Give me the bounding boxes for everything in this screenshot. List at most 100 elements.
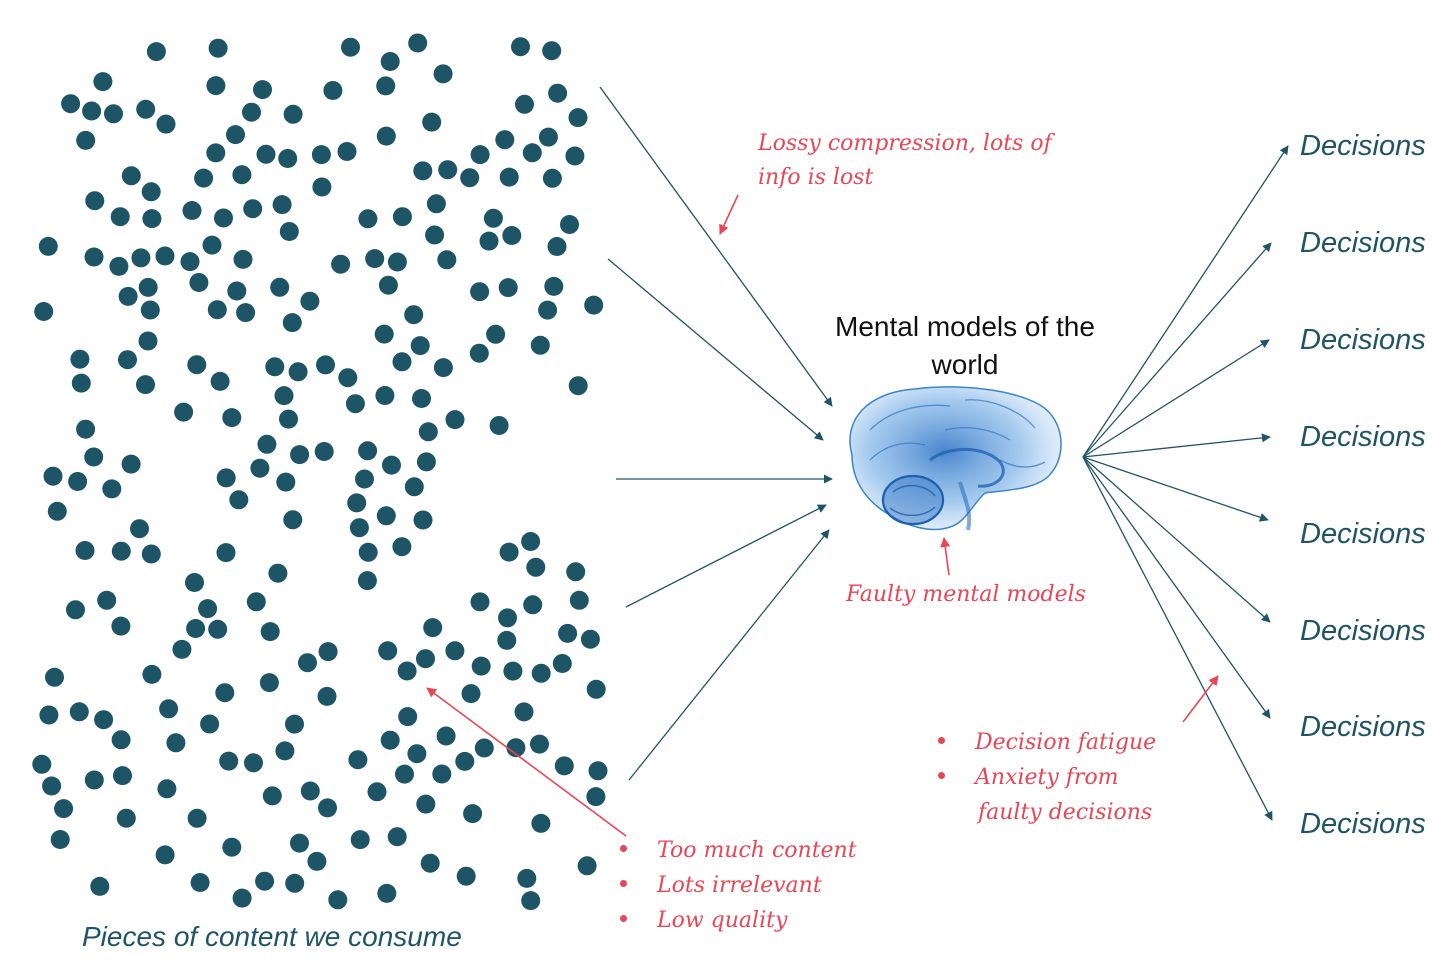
content-dot: [222, 408, 242, 428]
content-dot: [242, 102, 261, 122]
content-dot: [279, 409, 298, 429]
content-dot: [121, 166, 141, 186]
decision-issues-list: Decision fatigue Anxiety from faulty dec…: [938, 730, 1238, 840]
content-dot: [84, 247, 104, 267]
content-dot: [377, 883, 397, 903]
content-dot: [187, 808, 207, 828]
content-dot: [410, 336, 430, 356]
content-dot: [288, 362, 308, 382]
content-dot: [495, 130, 515, 150]
content-dot: [39, 705, 59, 725]
content-dot: [531, 663, 551, 683]
content-dot: [515, 94, 534, 114]
content-dot: [215, 683, 235, 703]
content-dot: [538, 127, 558, 147]
content-dot: [185, 573, 204, 592]
content-dot: [397, 661, 417, 681]
content-dot: [380, 52, 400, 71]
content-dot: [432, 764, 452, 784]
content-dot: [93, 72, 113, 92]
content-dot: [337, 142, 357, 161]
decision-label: Decisions: [1300, 324, 1426, 356]
content-dot: [345, 394, 365, 414]
content-issue-text: Lots irrelevant: [657, 873, 822, 898]
content-dot: [530, 335, 550, 355]
bullet-icon: [938, 771, 945, 779]
content-dot: [469, 343, 489, 363]
content-dot: [392, 352, 412, 372]
content-dot: [259, 673, 279, 693]
brain-icon: [849, 386, 1062, 531]
content-dot: [136, 375, 155, 395]
content-dot: [229, 490, 249, 510]
content-dot: [82, 101, 102, 121]
content-dot: [517, 868, 537, 888]
content-dot: [357, 571, 377, 591]
content-dot: [392, 207, 412, 227]
content-dot: [560, 215, 579, 234]
content-dot: [32, 754, 52, 774]
content-dot: [358, 542, 378, 562]
content-dot: [456, 866, 476, 886]
content-dot: [142, 664, 162, 684]
content-dot: [378, 641, 398, 661]
faulty-pointer: [940, 537, 951, 576]
content-dot: [552, 654, 572, 673]
content-dot: [355, 469, 374, 489]
content-dot: [113, 766, 132, 786]
content-dot: [236, 303, 256, 323]
overload-pointer: [426, 687, 627, 837]
content-dot: [206, 76, 226, 96]
content-dot: [433, 358, 453, 378]
content-dot: [118, 286, 138, 306]
decision-issue-continuation: faulty decisions: [978, 800, 1152, 825]
bullet-icon: [620, 879, 627, 887]
content-dot: [580, 629, 600, 649]
content-dot: [69, 702, 89, 722]
content-dot: [455, 751, 475, 771]
output-arrow: [1082, 456, 1269, 522]
content-dot: [316, 355, 335, 375]
annotation-arrows: [426, 194, 1219, 837]
content-dot: [104, 104, 123, 124]
content-dot: [97, 590, 117, 610]
content-dots: [32, 33, 608, 911]
content-dot: [408, 33, 428, 53]
content-issues-list: Too much content Lots irrelevant Low qua…: [620, 838, 920, 948]
content-dot: [198, 599, 218, 619]
content-dot: [207, 300, 227, 320]
content-dot: [146, 42, 166, 62]
content-dot: [497, 630, 517, 650]
output-arrows: [1082, 145, 1289, 821]
content-dot: [61, 94, 81, 114]
input-arrows: [599, 86, 833, 781]
bullet-icon: [938, 736, 945, 744]
content-dot: [38, 236, 58, 256]
content-dot: [182, 201, 202, 220]
decision-issue-text: faulty decisions: [978, 800, 1153, 825]
content-dot: [347, 493, 367, 513]
content-issue-item: Lots irrelevant: [620, 873, 822, 898]
content-dot: [498, 278, 518, 298]
output-arrow: [1082, 145, 1289, 458]
content-dot: [47, 501, 67, 521]
faulty-mental-models-note: Faulty mental models: [846, 582, 1086, 607]
content-dot: [514, 702, 534, 722]
content-dot: [130, 519, 149, 539]
content-dot: [423, 618, 443, 638]
content-dot: [54, 799, 74, 819]
content-dot: [318, 798, 337, 818]
content-dot: [331, 254, 351, 274]
content-dot: [413, 161, 433, 181]
content-dot: [190, 873, 210, 892]
content-dot: [43, 466, 63, 486]
decision-label: Decisions: [1300, 130, 1426, 162]
content-dot: [208, 38, 228, 58]
content-issue-text: Low quality: [657, 908, 788, 933]
content-dot: [243, 199, 263, 219]
output-arrow: [1082, 456, 1271, 623]
content-dot: [499, 542, 519, 562]
content-dot: [416, 794, 436, 814]
content-dot: [318, 642, 338, 662]
